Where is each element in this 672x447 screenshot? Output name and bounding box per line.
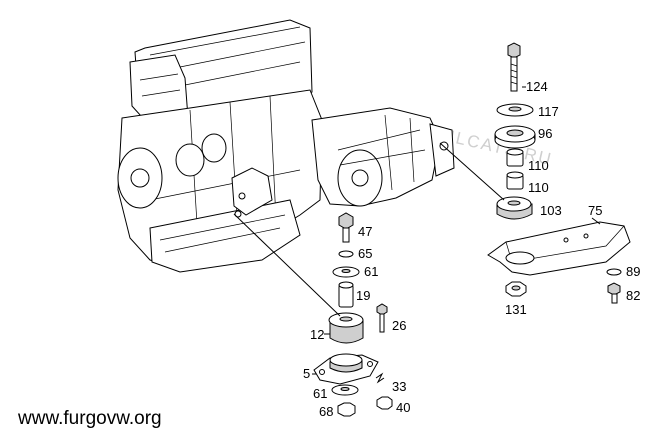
site-url[interactable]: www.furgovw.org (17, 408, 162, 429)
gearbox-illustration (311, 107, 455, 207)
part-number-label: 75 (588, 203, 602, 218)
part-number-label: 117 (538, 104, 559, 119)
part-number-label: 96 (538, 126, 552, 141)
part-number-label: 103 (540, 203, 562, 218)
part-number-label: 26 (392, 318, 406, 333)
part-number-label: 124 (526, 79, 548, 94)
part-number-label: 61 (313, 386, 327, 401)
part-number-label: 131 (505, 302, 527, 317)
part-number-label: 61 (364, 264, 378, 279)
part-labels: 124 117 96 110 110 103 75 89 82 131 47 6… (303, 79, 640, 419)
part-number-label: 110 (528, 180, 549, 195)
part-number-label: 40 (396, 400, 410, 415)
part-number-label: 82 (626, 288, 640, 303)
part-number-label: 12 (310, 327, 324, 342)
rear-mount-parts (487, 42, 631, 304)
leader-lines (233, 86, 601, 375)
part-number-label: 19 (356, 288, 370, 303)
part-number-label: 89 (626, 264, 640, 279)
part-number-label: 110 (528, 158, 549, 173)
part-number-label: 47 (358, 224, 372, 239)
part-number-label: 65 (358, 246, 372, 261)
engine-illustration (117, 19, 323, 273)
part-number-label: 5 (303, 366, 310, 381)
part-number-label: 68 (319, 404, 333, 419)
part-number-label: 33 (392, 379, 406, 394)
front-mount-parts (313, 212, 393, 417)
